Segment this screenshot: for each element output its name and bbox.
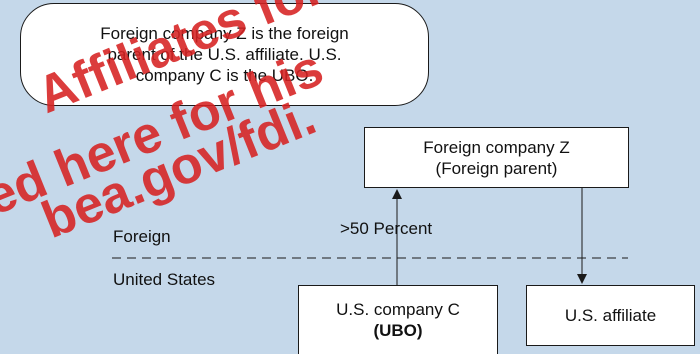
ownership-percent-label: >50 Percent	[340, 219, 433, 238]
us-affiliate-label: U.S. affiliate	[564, 306, 657, 325]
foreign-parent-name: Foreign company Z	[423, 137, 570, 157]
us-affiliate-box: U.S. affiliate	[526, 285, 695, 346]
ubo-box: U.S. company C (UBO)	[298, 285, 498, 354]
foreign-parent-box: Foreign company Z (Foreign parent)	[364, 127, 629, 188]
ubo-role: (UBO)	[373, 321, 423, 340]
us-region-label: United States	[113, 270, 216, 289]
callout-line: parent of the U.S. affiliate. U.S.	[107, 45, 342, 64]
callout-line: company C is the UBO.	[135, 66, 314, 85]
foreign-region-label: Foreign	[113, 227, 171, 246]
callout-line: Foreign company Z is the foreign	[100, 24, 349, 43]
foreign-parent-role: (Foreign parent)	[435, 158, 558, 178]
explanation-callout: Foreign company Z is the foreign parent …	[20, 3, 429, 106]
ubo-name: U.S. company C	[336, 300, 460, 319]
